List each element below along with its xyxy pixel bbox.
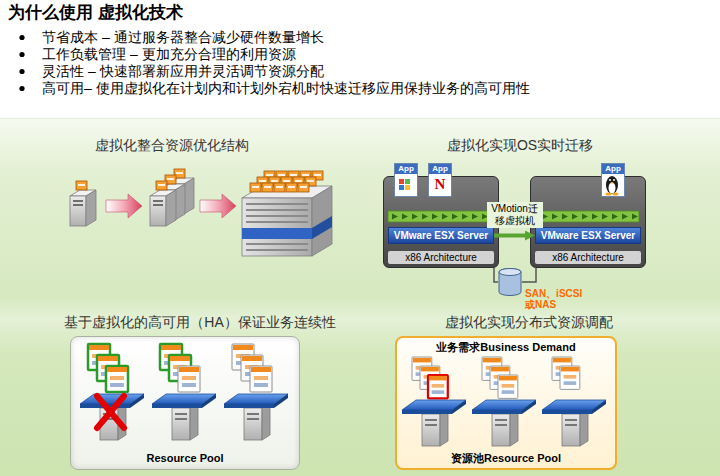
bullet-text: 灵活性 – 快速部署新应用并灵活调节资源分配 (42, 63, 702, 80)
mini-vm (274, 183, 285, 192)
virtual-machine (498, 375, 518, 398)
edge-label-holder: VMotion迁移虚拟机 (485, 202, 545, 228)
demand-label: 业务需求Business Demand (401, 341, 611, 354)
rack-unit (246, 203, 308, 205)
architecture-label: x86 Architecture (388, 251, 494, 264)
windows-logo (399, 185, 404, 190)
bullet-text: 节省成本 – 通过服务器整合减少硬件数量增长 (42, 29, 702, 46)
consolidation-arrow (200, 194, 236, 218)
rack-front (242, 198, 312, 256)
vmotion-band (535, 211, 639, 222)
pool-label: 资源池Resource Pool (401, 452, 611, 465)
edge-label: VMotion迁移虚拟机 (487, 202, 543, 228)
failure-cross (97, 396, 124, 428)
rack-unit (246, 215, 308, 217)
windows-logo (405, 179, 410, 184)
storage-link (494, 268, 498, 282)
hypervisor-label: VMware ESX Server (394, 229, 489, 243)
penguin-eye (613, 179, 615, 181)
virtual-machine (178, 366, 200, 392)
penguin-belly (609, 183, 616, 194)
mini-vm (250, 183, 261, 192)
penguin-foot (613, 193, 619, 196)
pool-label: Resource Pool (75, 452, 295, 465)
virtual-machine (560, 366, 580, 389)
penguin-eye (609, 179, 611, 181)
page-title: 为什么使用 虚拟化技术 (8, 3, 428, 23)
cylinder-body (499, 269, 521, 296)
bullet-dot (19, 69, 24, 74)
server-stack (150, 190, 176, 226)
architecture-label: x86 Architecture (535, 251, 641, 264)
label-holder: 虚拟化实现OS实时迁移 (420, 137, 620, 154)
windows-logo (399, 179, 404, 184)
app-label: App (395, 164, 417, 174)
penguin-foot (606, 193, 612, 196)
mini-vm (286, 183, 297, 192)
storage-label: SAN、iSCSI 或NAS (525, 288, 591, 310)
windows-logo (405, 185, 410, 190)
single-server (70, 190, 96, 226)
panel-edge (0, 118, 720, 119)
label-holder: 虚拟化整合资源优化结构 (72, 137, 272, 154)
label-holder: 虚拟化实现分布式资源调配 (429, 314, 629, 331)
label-holder: 工作负载管理 – 更加充分合理的利用资源 (42, 46, 702, 63)
virtual-machine (428, 375, 448, 398)
section-heading: 基于虚拟化的高可用（HA）保证业务连续性 (40, 314, 360, 331)
rack-unit (246, 209, 308, 211)
vmotion-triangles (388, 211, 492, 222)
vmotion-triangles (535, 211, 639, 222)
section-heading: 虚拟化实现OS实时迁移 (420, 137, 620, 154)
bullet-text: 工作负载管理 – 更加充分合理的利用资源 (42, 46, 702, 63)
label-holder: 灵活性 – 快速部署新应用并灵活调节资源分配 (42, 63, 702, 80)
vmotion-arrow (494, 234, 527, 238)
rack-unit (246, 243, 308, 245)
app-icon: AppN (428, 163, 452, 197)
mini-vm (156, 181, 167, 190)
app-logo-letter: N (429, 174, 451, 194)
virtual-machine (106, 366, 128, 392)
rack-band-side (312, 216, 332, 239)
green-panel (0, 118, 720, 476)
penguin-beak (611, 182, 614, 184)
penguin-body (606, 176, 618, 194)
mini-vm (76, 181, 87, 190)
virtual-machine (250, 366, 272, 392)
storage-cylinder: SAN、iSCSI 或NAS (498, 268, 522, 296)
bullet-dot (19, 86, 24, 91)
bullet-text: 高可用– 使用虚拟化在计划内和计划外宕机时快速迁移应用保持业务的高可用性 (42, 80, 702, 97)
hypervisor-band: VMware ESX Server (388, 227, 494, 244)
vmotion-band (388, 211, 492, 222)
bullet-dot (19, 52, 24, 57)
rack-side (312, 186, 332, 256)
hypervisor-band: VMware ESX Server (535, 227, 641, 244)
app-label: App (602, 164, 624, 174)
title-holder: 为什么使用 虚拟化技术 (8, 3, 428, 23)
cylinder-outline (498, 268, 522, 296)
cylinder-top (499, 269, 521, 276)
label-holder: 节省成本 – 通过服务器整合减少硬件数量增长 (42, 29, 702, 46)
label-holder: 高可用– 使用虚拟化在计划内和计划外宕机时快速迁移应用保持业务的高可用性 (42, 80, 702, 97)
mini-vm (298, 183, 309, 192)
app-label: App (429, 164, 451, 174)
hypervisor-label: VMware ESX Server (541, 229, 636, 243)
consolidation-arrow (106, 194, 142, 218)
section-heading: 虚拟化整合资源优化结构 (72, 137, 272, 154)
bullet-dot (19, 35, 24, 40)
mini-vm (262, 183, 273, 192)
label-holder: 基于虚拟化的高可用（HA）保证业务连续性 (40, 314, 360, 331)
storage-link (522, 268, 536, 282)
section-heading: 虚拟化实现分布式资源调配 (429, 314, 629, 331)
failure-cross (97, 396, 124, 428)
rack-unit (246, 249, 308, 251)
rack-band (242, 228, 312, 239)
rack-unit (246, 221, 308, 223)
